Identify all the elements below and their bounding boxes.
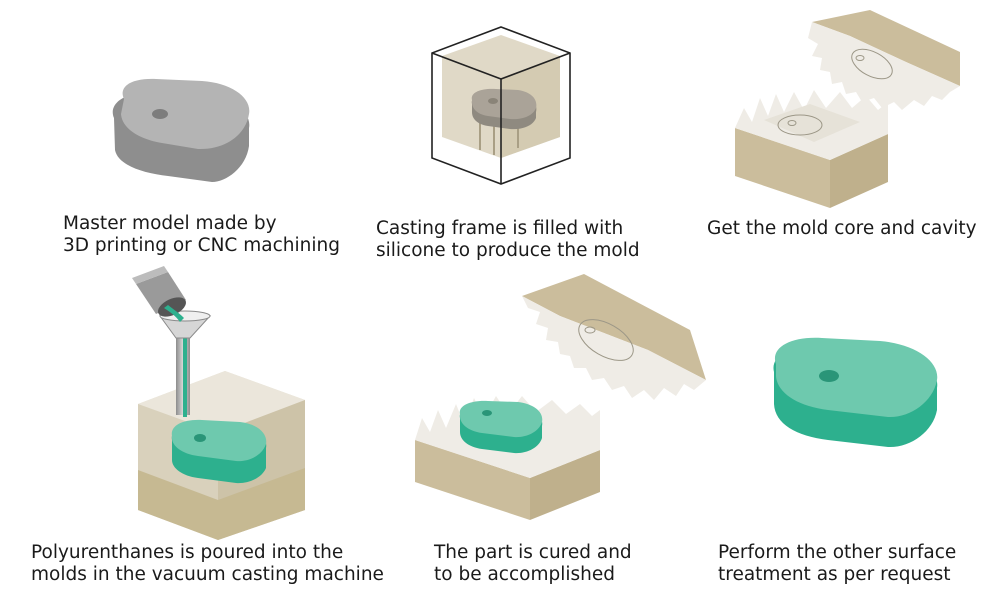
step1-master-model-illustration	[112, 78, 250, 182]
step6-caption-line1: Perform the other surface	[718, 542, 957, 563]
step5-caption-line2: to be accomplished	[434, 564, 615, 585]
step5-cured-part-illustration	[415, 274, 706, 520]
step4-caption-line1: Polyurenthanes is poured into the	[31, 542, 344, 563]
cured-part	[459, 400, 543, 454]
upper-mold-back	[812, 10, 960, 86]
step4-pouring-illustration	[132, 266, 305, 540]
step3-caption-line1: Get the mold core and cavity	[707, 218, 977, 239]
finished-part-hole	[819, 370, 839, 382]
step2-caption-line1: Casting frame is filled with	[376, 218, 624, 239]
step6-caption: Perform the other surface treatment as p…	[718, 542, 956, 586]
upper-mold-face	[808, 22, 960, 110]
suspended-model	[471, 88, 537, 155]
master-model-top	[121, 78, 250, 150]
pipe	[176, 335, 190, 417]
upper-mold-back-2	[522, 274, 706, 380]
pouring-cup	[132, 266, 187, 317]
step3-caption: Get the mold core and cavity	[707, 218, 977, 240]
vacuum-box-top	[138, 371, 305, 433]
mold-in-chamber	[171, 419, 267, 484]
master-model-hole	[152, 109, 168, 119]
step1-caption-line2: 3D printing or CNC machining	[63, 235, 340, 256]
step4-caption-line2: molds in the vacuum casting machine	[31, 564, 384, 585]
lower-mold-right	[830, 134, 888, 208]
step5-caption: The part is cured and to be accomplished	[434, 542, 632, 586]
step3-open-mold-illustration	[735, 10, 960, 208]
step2-caption: Casting frame is filled with silicone to…	[376, 218, 640, 262]
lower-mold-front	[735, 128, 830, 208]
step6-caption-line2: treatment as per request	[718, 564, 951, 585]
finished-part-top	[774, 337, 938, 418]
casting-frame	[431, 26, 571, 185]
step2-casting-frame-illustration	[431, 26, 571, 185]
step2-caption-line2: silicone to produce the mold	[376, 240, 640, 261]
step5-caption-line1: The part is cured and	[434, 542, 632, 563]
step6-finished-part-illustration	[773, 337, 938, 448]
lower-mold-front-2	[415, 440, 530, 520]
step1-caption-line1: Master model made by	[63, 213, 277, 234]
lower-mold-right-2	[530, 450, 600, 520]
resin-stream	[164, 305, 184, 322]
upper-mold-face-2	[522, 296, 706, 400]
step4-caption: Polyurenthanes is poured into the molds …	[31, 542, 384, 586]
vacuum-box-floor	[138, 468, 305, 540]
step1-caption: Master model made by 3D printing or CNC …	[63, 213, 340, 257]
